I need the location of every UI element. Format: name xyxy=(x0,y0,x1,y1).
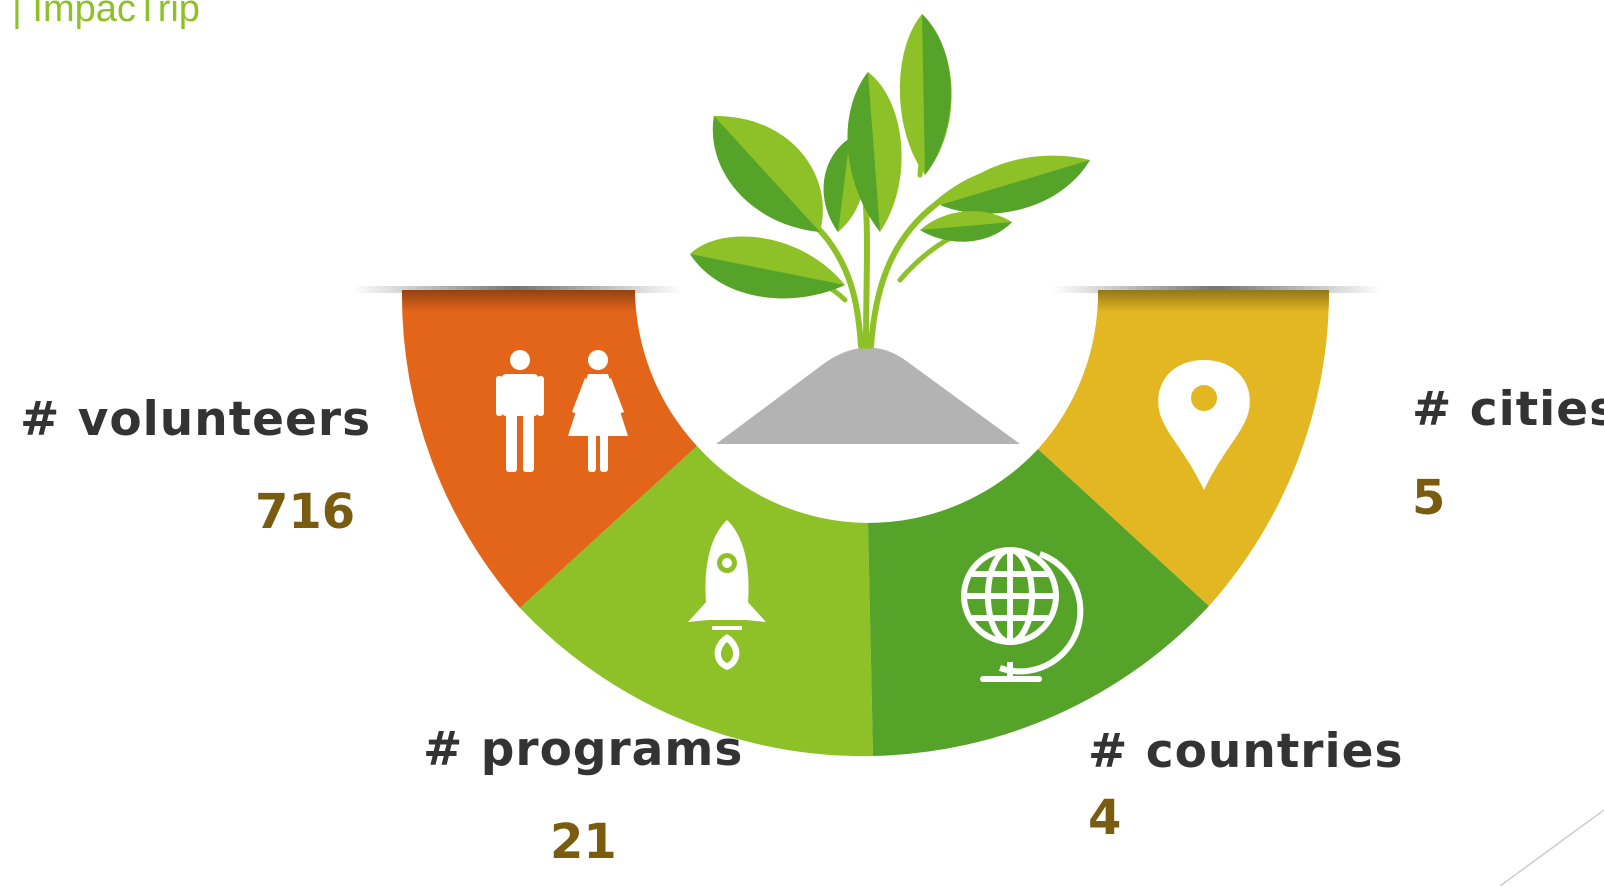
label-countries: # countries xyxy=(1088,724,1404,779)
value-countries: 4 xyxy=(1088,790,1122,846)
brand-title: | ImpacTrip xyxy=(12,0,200,30)
corner-decoration xyxy=(1500,809,1604,886)
label-cities: # cities xyxy=(1412,382,1604,437)
label-volunteers: # volunteers xyxy=(20,392,372,447)
value-cities: 5 xyxy=(1412,470,1446,526)
value-volunteers: 716 xyxy=(255,484,356,540)
segment-programs xyxy=(520,446,873,757)
rocket-icon xyxy=(688,520,766,670)
people-icon xyxy=(496,350,628,472)
label-programs: # programs xyxy=(423,722,744,777)
plant-leaves xyxy=(690,14,1090,299)
map-pin-icon xyxy=(1158,360,1250,490)
shade-volunteers xyxy=(402,290,635,312)
segment-countries xyxy=(868,449,1209,756)
shade-cities xyxy=(1098,290,1329,312)
value-programs: 21 xyxy=(550,814,617,870)
segment-volunteers xyxy=(401,290,697,608)
soil-mound xyxy=(716,347,1020,444)
globe-icon xyxy=(961,547,1084,682)
